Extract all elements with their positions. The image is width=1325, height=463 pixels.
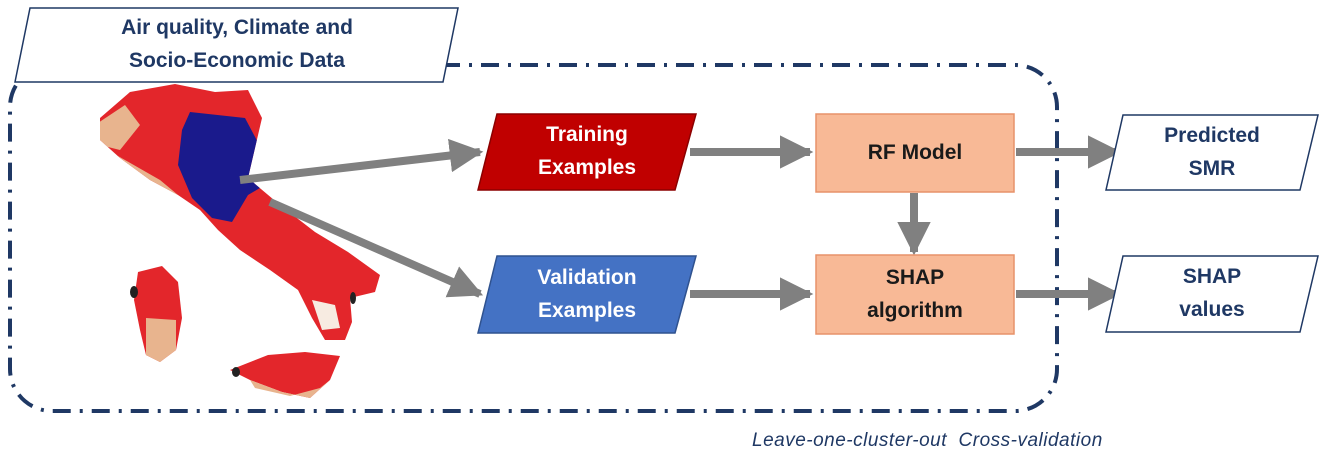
training-examples-shape [477, 113, 697, 191]
training-line1: Training [546, 123, 628, 147]
cross-validation-boundary [8, 63, 1059, 413]
validation-examples-label: Validation Examples [488, 256, 686, 333]
sicily [230, 352, 340, 398]
shap-algorithm-label: SHAP algorithm [816, 255, 1014, 334]
blue-region [178, 112, 270, 222]
rf-model-shape [815, 113, 1015, 193]
data-source-shape [14, 7, 459, 83]
shap-values-shape [1105, 255, 1319, 333]
data-source-line2: Socio-Economic Data [129, 49, 345, 72]
rf-model-label: RF Model [816, 114, 1014, 192]
validation-line1: Validation [537, 265, 637, 289]
italy-map [100, 84, 380, 398]
rf-model-text: RF Model [867, 140, 963, 164]
shap-values-label: SHAP values [1112, 256, 1312, 332]
shap-values-line1: SHAP [1182, 265, 1242, 289]
predicted-smr-shape [1105, 114, 1319, 191]
arrow-map-to-training [239, 138, 484, 184]
shap-algorithm-line1: SHAP [885, 265, 945, 289]
shap-algorithm-line2: algorithm [867, 298, 963, 322]
predicted-smr-label: Predicted SMR [1112, 115, 1312, 190]
training-line2: Examples [537, 156, 637, 179]
training-examples-label: Training Examples [488, 114, 686, 190]
data-source-line1: Air quality, Climate and [121, 16, 353, 40]
italy-mainland [100, 84, 380, 340]
validation-line2: Examples [537, 298, 637, 322]
validation-examples-shape [477, 255, 697, 334]
shap-algorithm-shape [815, 254, 1015, 335]
data-source-label: Air quality, Climate and Socio-Economic … [22, 8, 452, 82]
cross-validation-caption: Leave-one-cluster-out Cross-validation [752, 430, 1103, 451]
predicted-smr-line1: Predicted [1164, 123, 1260, 147]
arrow-map-to-validation [268, 198, 484, 298]
shap-values-line2: values [1179, 298, 1245, 321]
predicted-smr-line2: SMR [1188, 156, 1236, 180]
